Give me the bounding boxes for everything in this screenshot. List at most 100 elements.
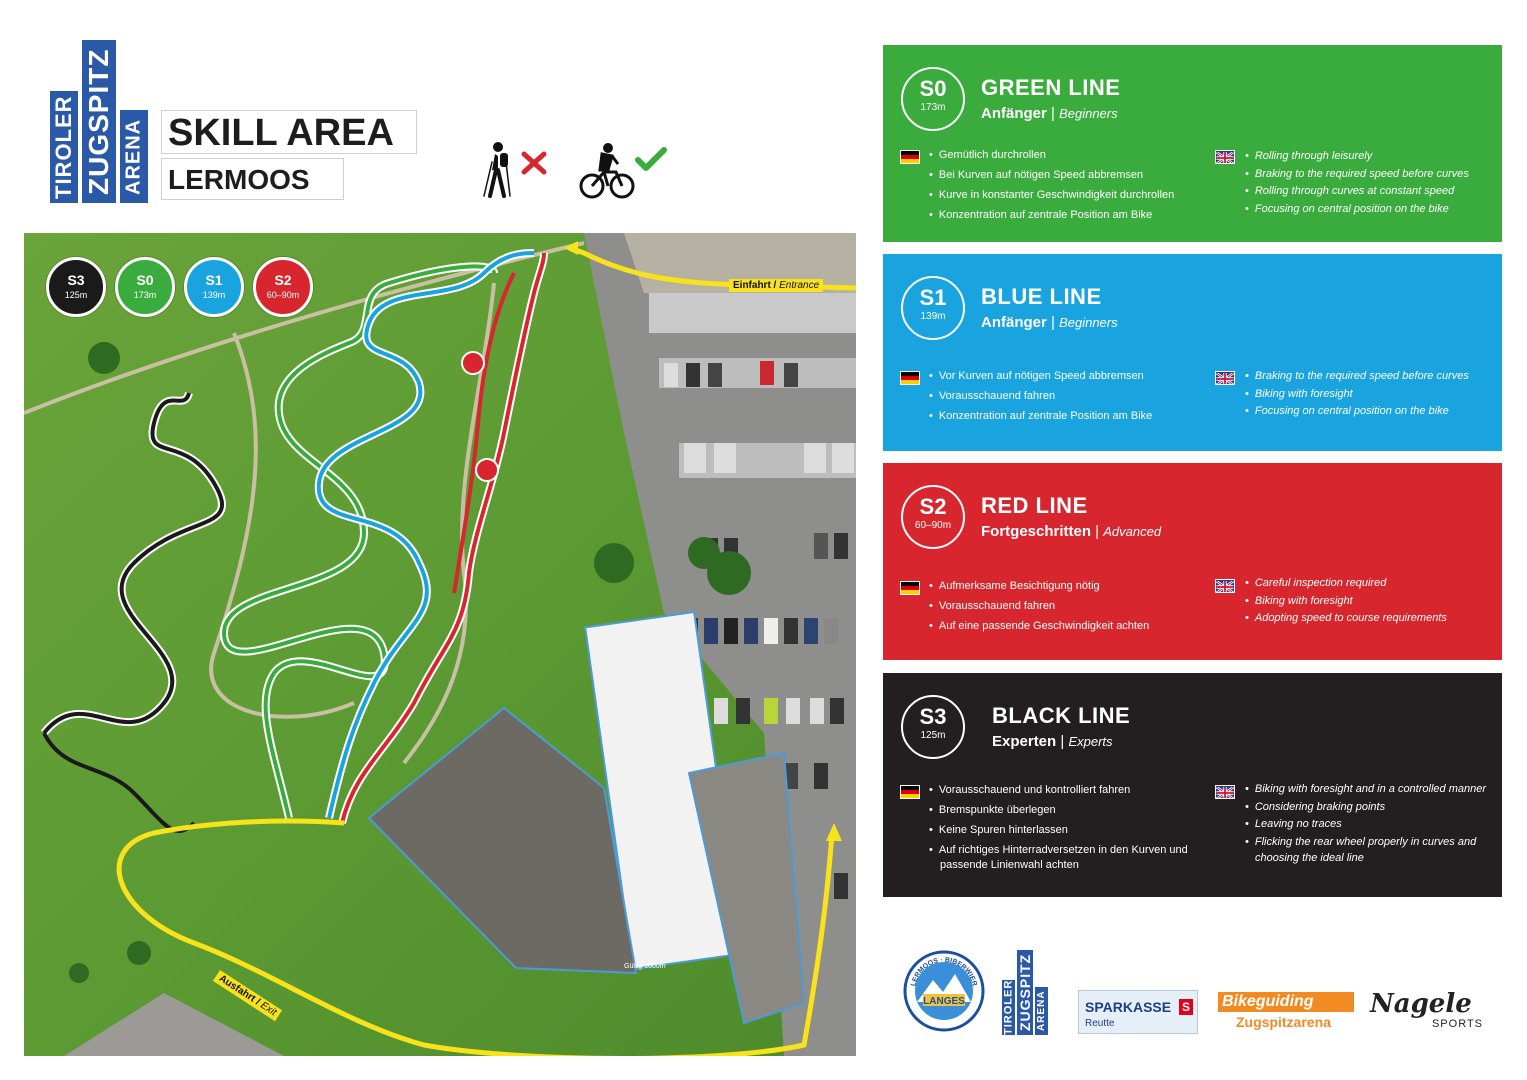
entrance-arrow-icon xyxy=(564,241,578,255)
panel-black-line: S3 125m BLACK LINE Experten | Experts Vo… xyxy=(883,673,1502,897)
tip-en: Biking with foresight and in a controlle… xyxy=(1245,781,1490,799)
building-roof xyxy=(367,706,638,975)
tip-de: Aufmerksame Besichtigung nötig xyxy=(929,576,1149,596)
map-badge-s3: S3 125m xyxy=(46,257,106,317)
blue-line-s1-track xyxy=(316,251,535,819)
red-cross-icon xyxy=(521,151,547,175)
line-badge: S2 60–90m xyxy=(901,485,965,549)
tip-en: Braking to the required speed before cur… xyxy=(1245,368,1469,386)
skill-area-map: Gültig 1000m xyxy=(24,233,856,1056)
line-name: BLACK LINE xyxy=(992,703,1131,728)
line-id: S0 xyxy=(919,76,947,101)
exit-path xyxy=(116,818,835,1056)
parked-cars xyxy=(664,361,854,909)
sparkasse-logo: SPARKASSE S Reutte xyxy=(1078,990,1198,1034)
logo-line-arena: ARENA xyxy=(120,110,148,203)
german-flag-icon xyxy=(900,785,920,799)
building-sign: Gültig 1000m xyxy=(624,963,666,970)
line-name: RED LINE xyxy=(981,493,1088,518)
nagele-sub: SPORTS xyxy=(1431,1018,1483,1030)
line-length: 60–90m xyxy=(914,520,952,531)
level-en: Beginners xyxy=(1059,315,1118,330)
tip-en: Adopting speed to course requirements xyxy=(1245,610,1447,628)
tiroler-zugspitz-arena-logo: TIROLER ZUGSPITZ ARENA xyxy=(50,40,148,203)
tip-en: Considering braking points xyxy=(1245,799,1490,817)
line-badge: S1 139m xyxy=(901,276,965,340)
tips-en: Biking with foresight and in a controlle… xyxy=(1245,781,1490,866)
level-en: Experts xyxy=(1068,734,1113,749)
tips-en: Rolling through leisurely Braking to the… xyxy=(1245,148,1469,218)
tip-de: Vor Kurven auf nötigen Speed abbremsen xyxy=(929,366,1152,386)
tips-en: Careful inspection required Biking with … xyxy=(1245,575,1447,628)
sparkasse-name: SPARKASSE xyxy=(1085,999,1172,1015)
line-id: S3 xyxy=(919,704,947,729)
tip-de: Gemütlich durchrollen xyxy=(929,145,1174,165)
tip-de: Vorausschauend fahren xyxy=(929,596,1149,616)
page-subtitle: LERMOOS xyxy=(161,158,344,200)
uk-flag-icon xyxy=(1215,579,1235,593)
sparkasse-city: Reutte xyxy=(1085,1018,1115,1029)
line-badge: S3 125m xyxy=(901,695,965,759)
panel-blue-line: S1 139m BLUE LINE Anfänger | Beginners V… xyxy=(883,254,1502,451)
garage-roof-3 xyxy=(679,443,856,478)
tips-de: Vor Kurven auf nötigen Speed abbremsen V… xyxy=(929,366,1152,426)
tips-de: Aufmerksame Besichtigung nötig Voraussch… xyxy=(929,576,1149,636)
tip-en: Rolling through leisurely xyxy=(1245,148,1469,166)
mountain-biker-icon xyxy=(579,143,635,199)
tip-de: Auf richtiges Hinterradversetzen in den … xyxy=(929,840,1199,873)
line-level: Experten | Experts xyxy=(992,733,1113,750)
tza-sponsor-logo: TIROLER ZUGSPITZ ARENA xyxy=(1002,950,1048,1035)
tips-en: Braking to the required speed before cur… xyxy=(1245,368,1469,421)
tip-en: Focusing on central position on the bike xyxy=(1245,201,1469,219)
level-de: Experten xyxy=(992,733,1057,750)
line-id: S2 xyxy=(919,494,947,519)
logo-line-tiroler: TIROLER xyxy=(50,91,78,203)
tip-en: Biking with foresight xyxy=(1245,386,1469,404)
nagele-name: Nagele xyxy=(1370,989,1472,1019)
map-badge-s0: S0 173m xyxy=(115,257,175,317)
level-en: Advanced xyxy=(1103,524,1162,539)
badge-id: S1 xyxy=(205,272,223,288)
tip-en: Focusing on central position on the bike xyxy=(1245,403,1469,421)
tips-de: Vorausschauend und kontrolliert fahren B… xyxy=(929,780,1199,873)
aerial-map-illustration: Gültig 1000m xyxy=(24,233,856,1056)
side-roof xyxy=(687,751,806,1025)
biker-allowed-icon xyxy=(579,143,667,199)
line-id: S1 xyxy=(919,285,947,310)
level-en: Beginners xyxy=(1059,106,1118,121)
tip-de: Konzentration auf zentrale Position am B… xyxy=(929,406,1152,426)
bikeguiding-logo: Bikeguiding Zugspitzarena xyxy=(1218,992,1354,1030)
tip-en: Flicking the rear wheel properly in curv… xyxy=(1245,834,1490,866)
gravel-area xyxy=(624,233,856,303)
nagele-sports-logo: Nagele SPORTS xyxy=(1370,990,1485,1034)
trees xyxy=(69,342,751,983)
tip-en: Braking to the required speed before cur… xyxy=(1245,166,1469,184)
tip-de: Bei Kurven auf nötigen Speed abbremsen xyxy=(929,165,1174,185)
badge-length: 60–90m xyxy=(266,290,300,300)
page-title: SKILL AREA xyxy=(161,110,417,154)
line-length: 139m xyxy=(920,311,946,322)
warning-sign-icon xyxy=(461,351,499,482)
tip-en: Leaving no traces xyxy=(1245,816,1490,834)
line-level: Fortgeschritten | Advanced xyxy=(981,523,1162,540)
tip-en: Rolling through curves at constant speed xyxy=(1245,183,1469,201)
german-flag-icon xyxy=(900,371,920,385)
uk-flag-icon xyxy=(1215,785,1235,799)
green-check-icon xyxy=(635,147,667,171)
tip-de: Konzentration auf zentrale Position am B… xyxy=(929,205,1174,225)
tip-de: Kurve in konstanter Geschwindigkeit durc… xyxy=(929,185,1174,205)
tza-line-tiroler: TIROLER xyxy=(1002,979,1015,1036)
exit-arrow-icon xyxy=(826,823,842,841)
black-line-s3-track xyxy=(42,392,224,735)
entrance-label-en: Entrance xyxy=(779,280,820,291)
german-flag-icon xyxy=(900,581,920,595)
tip-de: Vorausschauend fahren xyxy=(929,386,1152,406)
line-badge: S0 173m xyxy=(901,67,965,131)
badge-id: S2 xyxy=(274,272,292,288)
line-level: Anfänger | Beginners xyxy=(981,105,1118,122)
tips-de: Gemütlich durchrollen Bei Kurven auf nöt… xyxy=(929,145,1174,225)
tip-de: Bremspunkte überlegen xyxy=(929,800,1199,820)
badge-length: 125m xyxy=(64,290,88,300)
level-de: Anfänger xyxy=(981,314,1047,331)
tza-line-arena: ARENA xyxy=(1035,987,1048,1035)
